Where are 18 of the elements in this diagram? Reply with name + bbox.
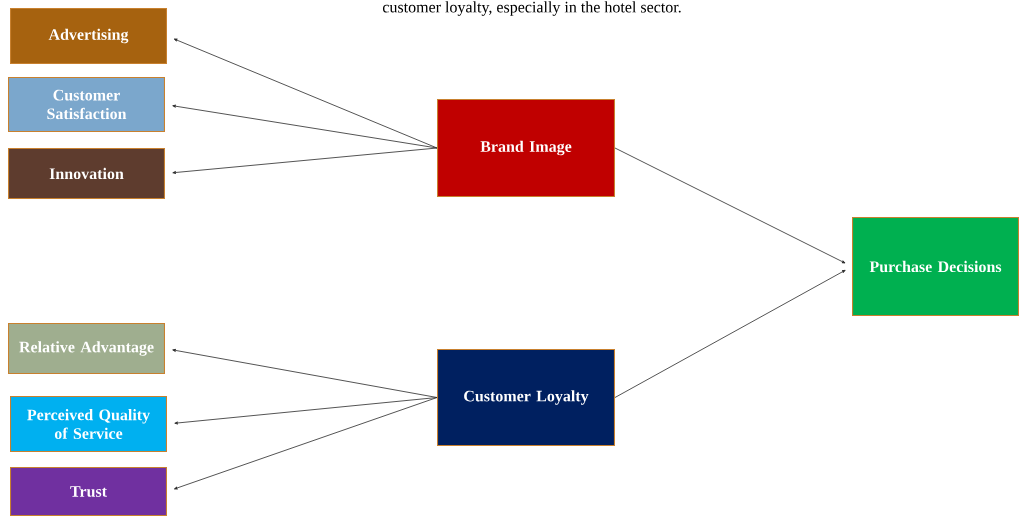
concept-box: Purchase Decisions: [852, 217, 1019, 316]
arrow: [614, 147, 846, 264]
concept-box: Brand Image: [437, 99, 615, 197]
arrow: [174, 397, 438, 425]
concept-box: Advertising: [10, 8, 167, 64]
concept-box: Customer Satisfaction: [8, 77, 165, 132]
caption-text: customer loyalty, especially in the hotel sector.: [382, 1, 681, 16]
concept-box: Relative Advantage: [8, 323, 165, 374]
arrow: [172, 104, 438, 149]
concept-box: Trust: [10, 467, 167, 516]
concept-box: Perceived Quality of Service: [10, 396, 167, 452]
concept-box: Customer Loyalty: [437, 349, 615, 446]
concept-box: Innovation: [8, 148, 165, 199]
arrow: [172, 147, 438, 174]
arrow: [172, 348, 438, 398]
arrow: [614, 269, 846, 398]
arrow: [174, 397, 438, 490]
arrow: [173, 38, 438, 149]
